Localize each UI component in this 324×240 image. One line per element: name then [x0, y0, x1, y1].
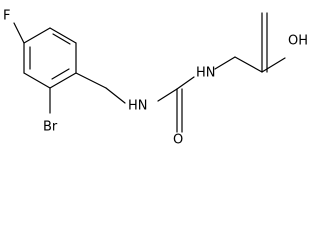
bond-ring-double-1 [52, 33, 71, 45]
bond-ch2-nh [105, 87, 126, 104]
bond-ring-f [13, 22, 25, 44]
nh-right-label: HN [196, 66, 216, 81]
bond-nh-ch2 [214, 56, 236, 70]
carbonyl-o-label: O [173, 133, 183, 148]
bond-ring-double-2 [51, 68, 70, 80]
bond-ring-ch2 [75, 72, 107, 89]
bond-ring-4 [23, 72, 51, 89]
nh-left-label: HN [128, 99, 148, 114]
molecule-svg: F Br HN HN O OH [3, 9, 308, 148]
benzene-ring [23, 27, 77, 89]
bond-ring-1 [49, 27, 77, 44]
bond-ring-6 [23, 27, 51, 44]
bromine-label: Br [43, 120, 58, 135]
bond-co-nh [176, 76, 195, 90]
structure-diagram: F Br HN HN O OH [3, 9, 308, 148]
bond-ring-3 [49, 72, 77, 89]
fluorine-label: F [3, 9, 10, 24]
bond-acid-oh [261, 57, 286, 73]
acid-oh-label: OH [288, 34, 308, 49]
bond-ch2-acid [234, 56, 263, 73]
bond-nh-co [157, 88, 178, 102]
